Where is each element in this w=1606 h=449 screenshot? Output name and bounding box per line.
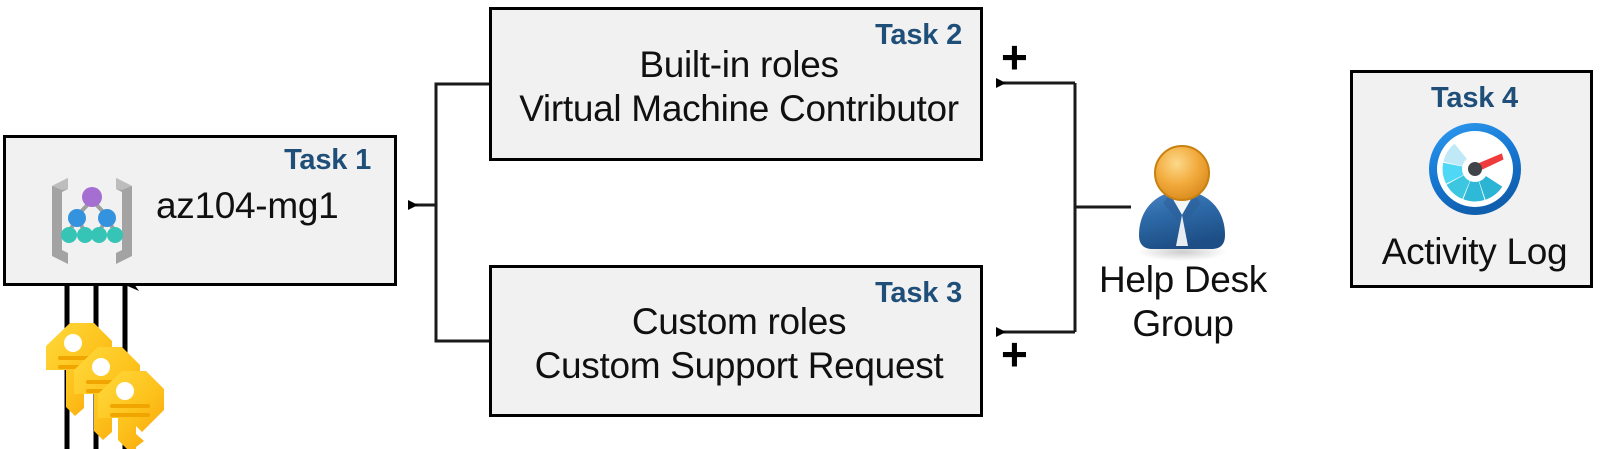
- task-3-box[interactable]: Task 3 Custom roles Custom Support Reque…: [489, 265, 983, 417]
- task-3-line-2: Custom Support Request: [534, 344, 944, 386]
- task-4-box[interactable]: Task 4: [1350, 70, 1593, 288]
- task-1-text: az104-mg1: [156, 185, 339, 226]
- task-2-line-1: Built-in roles: [639, 44, 839, 85]
- task-2-box[interactable]: Task 2 Built-in roles Virtual Machine Co…: [489, 7, 983, 161]
- user-group-icon: [1137, 145, 1227, 261]
- connector-roles-to-mg: [408, 82, 489, 343]
- help-desk-group-line-1: Help Desk: [1099, 259, 1267, 300]
- keys-icon: [46, 323, 164, 449]
- task-3-label: Task 3: [875, 277, 962, 309]
- gauge-icon: [1429, 123, 1521, 215]
- key-3: [98, 371, 164, 449]
- task-3-line-1: Custom roles: [631, 301, 847, 342]
- task-2-label: Task 2: [875, 19, 962, 51]
- plus-icon-top: +: [1001, 31, 1028, 83]
- task-2-text: Built-in roles Virtual Machine Contribut…: [492, 43, 986, 130]
- task-2-line-2: Virtual Machine Contributor: [519, 87, 959, 129]
- task-1-label: Task 1: [284, 144, 371, 176]
- task-4-label: Task 4: [1431, 82, 1518, 114]
- plus-icon-bottom: +: [1001, 328, 1028, 380]
- task-3-text: Custom roles Custom Support Request: [492, 300, 986, 387]
- task-1-box[interactable]: Task 1 az104-mg1: [3, 135, 397, 286]
- help-desk-group-label: Help Desk Group: [1070, 258, 1296, 345]
- help-desk-group-line-2: Group: [1132, 302, 1234, 344]
- management-group-icon: [52, 178, 132, 264]
- task-4-text: Activity Log: [1381, 231, 1568, 272]
